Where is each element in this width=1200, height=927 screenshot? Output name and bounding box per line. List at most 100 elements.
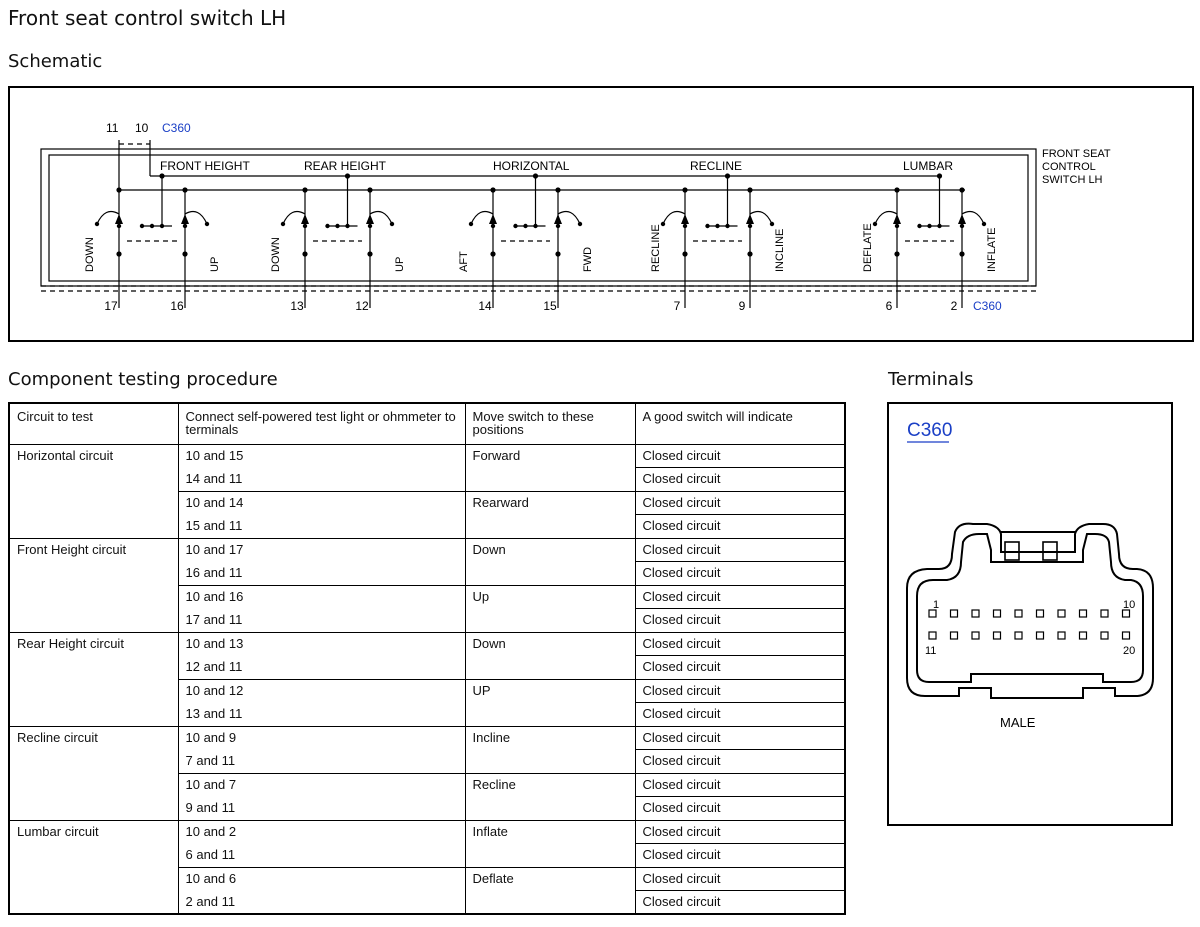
position-cell: Down: [464, 537, 636, 586]
procedure-heading: Component testing procedure: [8, 369, 278, 390]
terminal-cavity: [1078, 631, 1088, 640]
position-cell: Down: [464, 631, 636, 680]
contact-dot: [682, 223, 688, 229]
switch-label-right: INCLINE: [774, 229, 786, 272]
indication-cell: Closed circuit: [634, 631, 846, 656]
switch-arm: [184, 211, 208, 225]
page-title: Front seat control switch LH: [8, 6, 287, 30]
indication-cell: Closed circuit: [634, 537, 846, 562]
contact-dot: [335, 223, 340, 229]
terminals-panel: [887, 402, 1173, 826]
terminal-cavity: [971, 609, 980, 618]
contact-dot: [894, 251, 900, 257]
contact-dot: [555, 251, 561, 257]
terminal-cavity: [992, 631, 1002, 640]
contact-dot: [959, 251, 965, 257]
terminals-cell: 10 and 15: [177, 443, 466, 468]
indication-cell: Closed circuit: [634, 725, 846, 750]
indication-cell: Closed circuit: [634, 796, 846, 821]
terminals-cell: 10 and 7: [177, 772, 466, 797]
section-name: LUMBAR: [903, 159, 953, 173]
terminals-cell: 6 and 11: [177, 843, 466, 868]
contact-dot: [367, 223, 373, 229]
switch-label-left: RECLINE: [650, 224, 662, 272]
switch-arm: [282, 211, 306, 225]
terminal-cavity: [971, 631, 980, 640]
contact-dot: [981, 221, 987, 227]
pin-number: 17: [104, 299, 118, 313]
contact-dot: [577, 221, 583, 227]
component-name: FRONT SEAT: [1042, 148, 1111, 160]
terminals-heading: Terminals: [888, 369, 974, 390]
indication-cell: Closed circuit: [634, 608, 846, 633]
switch-arm: [369, 211, 393, 225]
terminal-cavity: [1121, 609, 1131, 618]
header-terminals: Connect self-powered test light or ohmme…: [177, 402, 466, 445]
terminal-cavity: [928, 631, 937, 640]
switch-arrow: [115, 214, 123, 224]
contact-dot: [513, 223, 518, 229]
switch-arm: [961, 211, 985, 225]
terminals-cell: 10 and 2: [177, 819, 466, 844]
position-cell: Inflate: [464, 819, 636, 868]
header-circuit: Circuit to test: [8, 402, 179, 445]
position-cell: Recline: [464, 772, 636, 821]
switch-arm: [749, 211, 773, 225]
pin-number: 11: [106, 121, 119, 135]
circuit-cell: Recline circuit: [8, 725, 179, 821]
terminal-cavity: [1057, 631, 1066, 640]
component-name: CONTROL: [1042, 161, 1096, 173]
position-cell: Rearward: [464, 490, 636, 539]
contact-dot: [182, 251, 188, 257]
contact-dot: [325, 223, 330, 229]
terminals-cell: 14 and 11: [177, 467, 466, 492]
connector-body: [906, 522, 1154, 699]
contact-dot: [660, 221, 666, 227]
component-testing-table: Circuit to test Connect self-powered tes…: [8, 402, 846, 915]
terminals-cell: 10 and 13: [177, 631, 466, 656]
contact-dot: [747, 251, 753, 257]
pin-label-11: 11: [925, 645, 936, 657]
component-name: SWITCH LH: [1042, 174, 1103, 186]
terminals-cell: 10 and 6: [177, 866, 466, 891]
pin-number: 7: [674, 299, 681, 313]
switch-arm: [557, 211, 581, 225]
contact-dot: [182, 223, 188, 229]
contact-dot: [523, 223, 528, 229]
indication-cell: Closed circuit: [634, 749, 846, 774]
contact-dot: [490, 223, 496, 229]
section-name: RECLINE: [690, 159, 742, 173]
indication-cell: Closed circuit: [634, 772, 846, 797]
switch-label-right: UP: [394, 257, 406, 272]
terminals-cell: 9 and 11: [177, 796, 466, 821]
indication-cell: Closed circuit: [634, 514, 846, 539]
indication-cell: Closed circuit: [634, 467, 846, 492]
switch-arrow: [366, 214, 374, 224]
connector-ref: C360: [162, 121, 191, 135]
terminals-cell: 10 and 17: [177, 537, 466, 562]
indication-cell: Closed circuit: [634, 819, 846, 844]
schematic-wiring: [40, 140, 1037, 308]
circuit-cell: Horizontal circuit: [8, 443, 179, 539]
latch-tab: [1004, 541, 1020, 561]
switch-arm: [662, 211, 686, 225]
position-cell: Deflate: [464, 866, 636, 915]
pin-number: 15: [543, 299, 557, 313]
connector-name: C360: [907, 420, 952, 441]
contact-dot: [747, 223, 753, 229]
indication-cell: Closed circuit: [634, 890, 846, 915]
connector-gender: MALE: [1000, 715, 1036, 730]
position-cell: Up: [464, 584, 636, 633]
contact-dot: [769, 221, 775, 227]
terminal-cavity: [949, 631, 959, 640]
contact-dot: [302, 251, 308, 257]
switch-arrow: [746, 214, 754, 224]
contact-dot: [937, 223, 942, 229]
